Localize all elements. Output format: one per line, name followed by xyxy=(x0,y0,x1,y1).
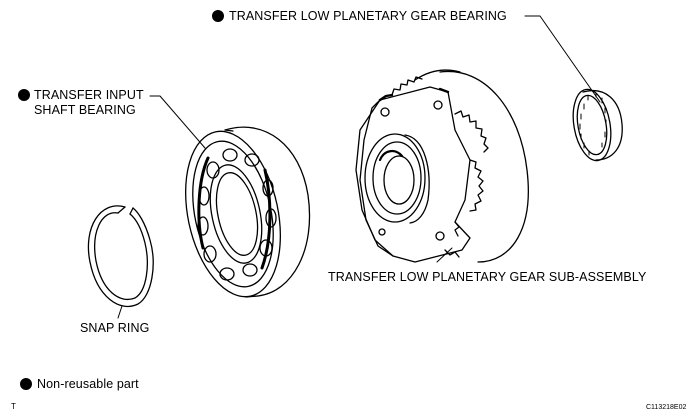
label-planetary-gear-sub-assembly: TRANSFER LOW PLANETARY GEAR SUB-ASSEMBLY xyxy=(328,270,647,284)
non-reusable-marker-low-planetary-bearing xyxy=(212,10,224,22)
legend-non-reusable-marker xyxy=(20,378,32,390)
legend-non-reusable-text: Non-reusable part xyxy=(37,377,139,391)
planetary-gear-sub-assembly-drawing xyxy=(355,69,529,263)
corner-mark-left: T xyxy=(11,402,16,411)
label-snap-ring: SNAP RING xyxy=(80,321,150,335)
leader-low-planetary-bearing xyxy=(524,15,601,103)
figure-code: C113218E02 xyxy=(646,404,687,411)
label-input-shaft-bearing-line2: SHAFT BEARING xyxy=(34,103,136,117)
leader-snap-ring xyxy=(117,305,123,319)
low-planetary-gear-bearing-drawing xyxy=(572,88,623,162)
label-low-planetary-gear-bearing: TRANSFER LOW PLANETARY GEAR BEARING xyxy=(229,9,507,23)
label-input-shaft-bearing-line1: TRANSFER INPUT xyxy=(34,88,144,102)
input-shaft-bearing-drawing xyxy=(184,126,311,298)
leader-lines xyxy=(117,15,601,319)
non-reusable-marker-input-shaft-bearing xyxy=(18,89,30,101)
leader-planetary-sub-assembly xyxy=(436,247,453,263)
leader-input-shaft-bearing xyxy=(149,95,206,149)
snap-ring-drawing xyxy=(87,205,154,308)
